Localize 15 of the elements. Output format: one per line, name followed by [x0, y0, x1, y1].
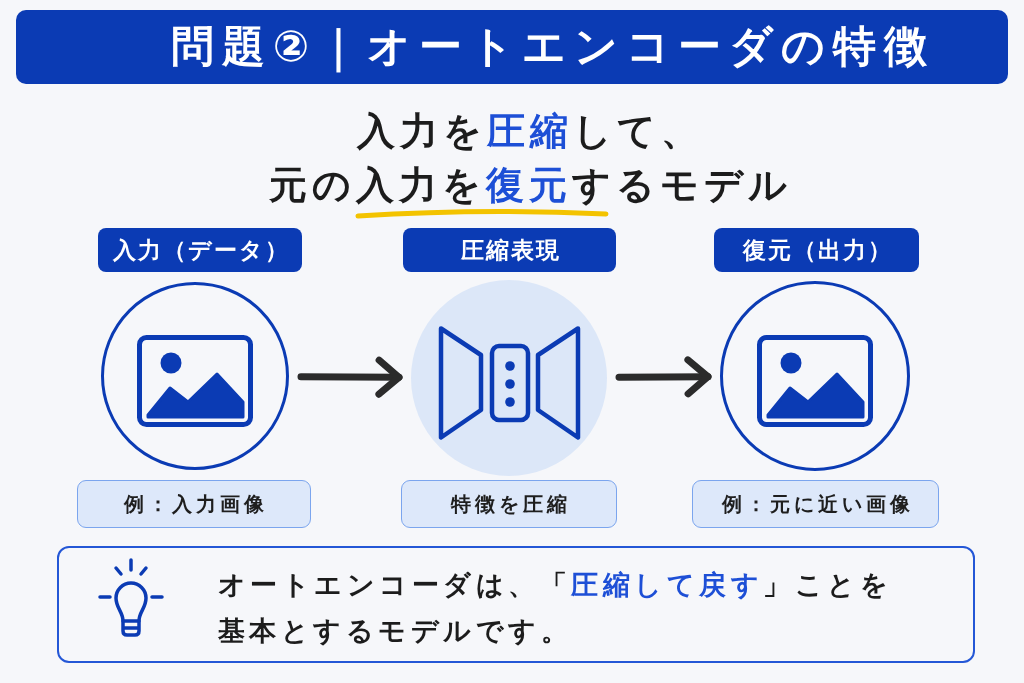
subtitle: 入力を圧縮して、 [355, 108, 704, 155]
caption-box: 例：元に近い画像 [692, 480, 939, 528]
heading-tag: 圧縮表現 [403, 228, 616, 272]
heading-tag: 入力（データ） [98, 228, 302, 272]
heading-tag: 復元（出力） [714, 228, 919, 272]
icon-circle [720, 281, 910, 471]
note-text: オートエンコーダは、「圧縮して戻す」ことを基本とするモデルです。 [217, 567, 893, 648]
arrow [297, 356, 403, 398]
subtitle: 元の入力を復元するモデル [268, 162, 792, 209]
title-bar: 問題②｜オートエンコーダの特徴 [16, 10, 1008, 84]
icon-circle [101, 282, 289, 470]
note-box [57, 546, 975, 663]
caption-box: 例：入力画像 [77, 480, 311, 528]
caption-box: 特徴を圧縮 [401, 480, 617, 528]
arrow [615, 356, 712, 398]
